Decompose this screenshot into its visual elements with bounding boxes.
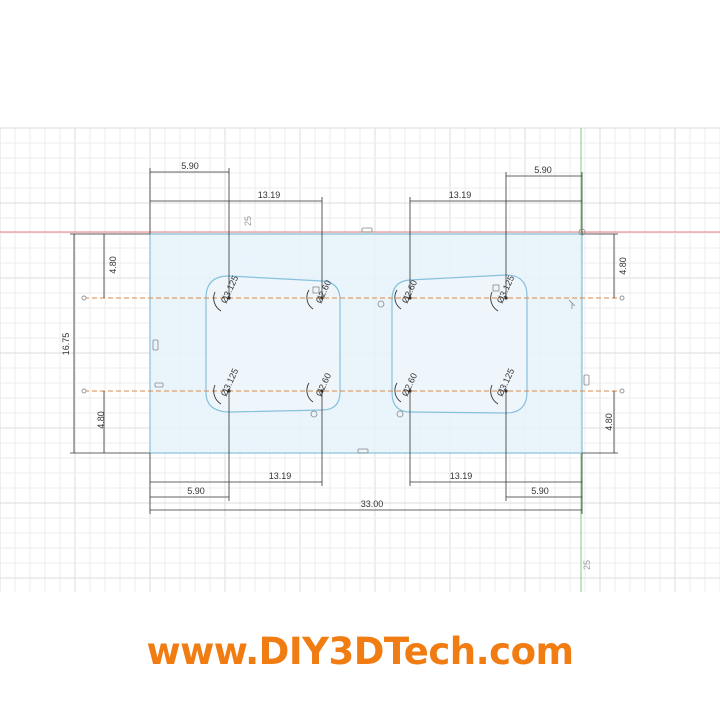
coincident-constraint-icon[interactable] xyxy=(396,410,404,418)
dimension-label[interactable]: 13.19 xyxy=(450,471,473,481)
diameter-arc xyxy=(490,384,499,405)
horizontal-constraint-icon[interactable] xyxy=(154,382,164,388)
diameter-arc xyxy=(490,291,499,312)
diameter-arc xyxy=(213,384,222,405)
x-axis-label: 25 xyxy=(243,216,253,226)
construction-point[interactable] xyxy=(619,388,625,394)
construction-point[interactable] xyxy=(81,295,87,301)
perpendicular-constraint-icon[interactable] xyxy=(568,299,576,309)
diameter-arc xyxy=(213,291,222,312)
dimension-lines xyxy=(70,168,618,514)
overall-height-label[interactable]: 16.75 xyxy=(61,333,71,356)
diameter-arc xyxy=(306,382,314,403)
dimension-label[interactable]: 5.90 xyxy=(187,486,205,496)
equal-constraint-icon[interactable] xyxy=(312,286,320,294)
diameter-arc xyxy=(394,289,402,310)
coincident-constraint-icon[interactable] xyxy=(578,228,586,236)
constraint-glyphs xyxy=(152,227,590,454)
dimension-label[interactable]: 4.80 xyxy=(108,256,118,274)
diameter-arcs xyxy=(213,289,499,405)
y-axis-label: 25 xyxy=(582,560,592,570)
construction-point[interactable] xyxy=(81,388,87,394)
dimension-label[interactable]: 4.80 xyxy=(96,411,106,429)
coincident-constraint-icon[interactable] xyxy=(310,410,318,418)
dimension-label[interactable]: 5.90 xyxy=(534,165,552,175)
diameter-arc xyxy=(306,289,314,310)
construction-point[interactable] xyxy=(619,295,625,301)
vertical-constraint-icon[interactable] xyxy=(152,339,159,351)
equal-constraint-icon[interactable] xyxy=(492,284,500,292)
dimension-label[interactable]: 5.90 xyxy=(531,486,549,496)
dimension-label[interactable]: 4.80 xyxy=(604,413,614,431)
coincident-constraint-icon[interactable] xyxy=(377,300,385,308)
vertical-constraint-icon[interactable] xyxy=(583,374,590,386)
dimension-label[interactable]: 13.19 xyxy=(258,190,281,200)
dimension-label[interactable]: 4.80 xyxy=(618,257,628,275)
dimension-label[interactable]: 5.90 xyxy=(181,161,199,171)
dimension-label[interactable]: 13.19 xyxy=(449,190,472,200)
overall-width-label[interactable]: 33.00 xyxy=(361,499,384,509)
horizontal-constraint-icon[interactable] xyxy=(361,227,373,233)
horizontal-constraint-icon[interactable] xyxy=(357,448,369,454)
diameter-arc xyxy=(394,382,402,403)
website-banner[interactable]: www.DIY3DTech.com xyxy=(146,630,574,673)
dimension-label[interactable]: 13.19 xyxy=(269,471,292,481)
